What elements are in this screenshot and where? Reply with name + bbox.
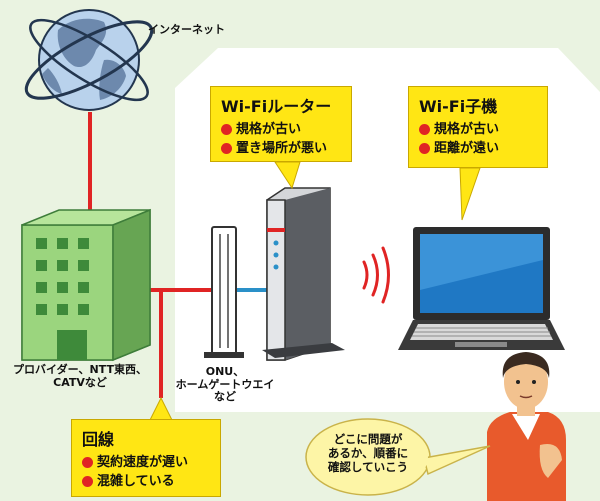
internet-label: インターネット	[148, 23, 225, 36]
line-callout: 回線 契約速度が遅い 混雑している	[71, 419, 221, 497]
bullet-icon	[221, 124, 232, 135]
globe-icon	[24, 9, 154, 111]
line-callout-title: 回線	[82, 430, 115, 449]
router-callout-item: 規格が古い	[221, 120, 343, 139]
router-callout-item: 置き場所が悪い	[221, 139, 343, 158]
bullet-icon	[419, 124, 430, 135]
speech-line: あるか、順番に	[327, 445, 409, 460]
person-icon	[487, 352, 566, 501]
speech-bubble-shape	[305, 418, 491, 496]
onu-label: ONU、 ホームゲートウエイ など	[170, 365, 280, 404]
client-callout-pointer	[459, 167, 481, 221]
provider-label-line: プロバイダー、NTT東西、	[13, 363, 147, 376]
router-callout: Wi-Fiルーター 規格が古い 置き場所が悪い	[210, 86, 352, 162]
bullet-icon	[82, 457, 93, 468]
laptop-icon	[398, 227, 565, 350]
provider-label: プロバイダー、NTT東西、 CATVなど	[5, 363, 155, 389]
wifi-signal-icon	[362, 246, 390, 304]
line-callout-pointer	[149, 396, 173, 421]
speech-bubble-text: どこに問題が あるか、順番に 確認していこう	[312, 432, 424, 474]
onu-label-line: など	[214, 390, 236, 404]
bullet-icon	[82, 476, 93, 487]
client-callout-item: 距離が遠い	[419, 139, 539, 158]
client-callout: Wi-Fi子機 規格が古い 距離が遠い	[408, 86, 548, 168]
line-callout-item: 契約速度が遅い	[82, 453, 212, 472]
router-callout-pointer	[274, 161, 301, 190]
onu-label-line: ホームゲートウエイ	[175, 377, 275, 391]
provider-label-line: CATVなど	[53, 375, 107, 389]
speech-line: 確認していこう	[327, 459, 409, 474]
onu-device-icon	[204, 226, 244, 358]
router-callout-title: Wi-Fiルーター	[221, 97, 332, 116]
wifi-router-icon	[262, 187, 345, 361]
provider-building-icon	[21, 208, 151, 362]
bullet-icon	[419, 143, 430, 154]
onu-label-line: ONU、	[205, 365, 245, 378]
client-callout-title: Wi-Fi子機	[419, 97, 498, 116]
line-callout-item: 混雑している	[82, 472, 212, 491]
bullet-icon	[221, 143, 232, 154]
client-callout-item: 規格が古い	[419, 120, 539, 139]
speech-line: どこに問題が	[333, 432, 403, 446]
